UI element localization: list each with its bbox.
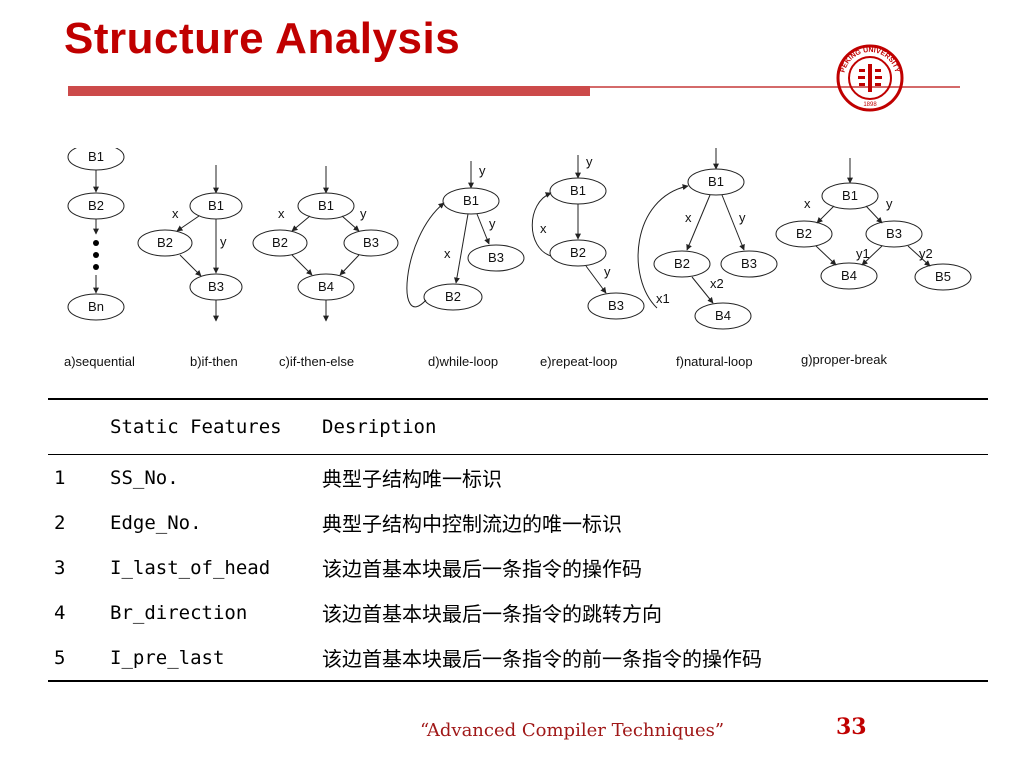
node-label: B2 [272,235,288,250]
node-label: B5 [935,269,951,284]
static-features-table: Static Features Desription 1 SS_No. 典型子结… [48,398,988,682]
node-label: B1 [88,149,104,164]
node-label: B2 [674,256,690,271]
row-number: 5 [48,635,104,682]
node-label: B3 [208,279,224,294]
node-label: B1 [842,188,858,203]
edge-label: x2 [710,276,724,291]
node-label: B3 [741,256,757,271]
node-label: B2 [445,289,461,304]
edge-label: y2 [919,246,933,261]
edge-label: x [444,246,451,261]
row-description: 该边首基本块最后一条指令的跳转方向 [322,602,662,626]
node-label: B2 [570,245,586,260]
header-number [48,398,104,455]
page-number: 33 [836,714,867,740]
diagram-caption: g)proper-break [801,352,887,367]
row-feature: Br_direction [110,601,248,624]
edge-label: x [172,206,179,221]
row-number: 2 [54,511,66,534]
diagram-caption: f)natural-loop [676,354,753,369]
diagram-if-then-else: B1 B2 B3 B4 x y c)if-then-else [252,166,399,369]
edge-label: y [360,206,367,221]
node-label: B3 [608,298,624,313]
node-label: B1 [208,198,224,213]
node-label: B4 [841,268,857,283]
row-number: 4 [54,601,66,624]
header-description: Desription [316,398,988,455]
diagram-caption: e)repeat-loop [540,354,617,369]
table-row: 2 Edge_No. 典型子结构中控制流边的唯一标识 [48,500,988,545]
node-label: Bn [88,299,104,314]
logo-year: 1898 [863,102,877,108]
edge-label: y [479,163,486,178]
node-label: B4 [318,279,334,294]
edge-label: x [540,221,547,236]
node-label: B3 [363,235,379,250]
table-row: 5 I_pre_last 该边首基本块最后一条指令的前一条指令的操作码 [48,635,988,682]
node-label: B1 [708,174,724,189]
slide-title: Structure Analysis [64,14,461,63]
row-number: 1 [54,466,66,489]
table-header-row: Static Features Desription [48,398,988,455]
row-description: 典型子结构中控制流边的唯一标识 [322,512,622,536]
row-description: 典型子结构唯一标识 [322,467,502,491]
diagram-caption: a)sequential [64,354,135,369]
node-label: B1 [318,198,334,213]
node-label: B3 [886,226,902,241]
edge-label: x1 [656,291,670,306]
table-row: 1 SS_No. 典型子结构唯一标识 [48,455,988,501]
title-underline-line [590,86,960,88]
control-structure-diagrams: B1 B2 Bn a)sequential B1 B2 B3 x y b)if-… [64,148,972,369]
node-label: B2 [88,198,104,213]
diagram-proper-break: B1 B2 B3 B4 B5 x y y1 y2 g)proper-break [775,158,972,367]
node-label: B3 [488,250,504,265]
edge-label: x [804,196,811,211]
diagram-sequential: B1 B2 Bn a)sequential [64,148,135,369]
node-label: B4 [715,308,731,323]
row-feature: I_last_of_head [110,556,271,579]
diagram-natural-loop: B1 B2 B3 B4 x y x2 x1 f)natural-loop [637,148,778,369]
edge-label: y [739,210,746,225]
row-description: 该边首基本块最后一条指令的前一条指令的操作码 [316,635,988,682]
peking-university-seal-icon: PEKING UNIVERSITY 1898 [836,44,904,112]
node-label: B2 [796,226,812,241]
diagram-caption: c)if-then-else [279,354,354,369]
edge-label: x [685,210,692,225]
diagram-while-loop: y B1 B3 B2 y x d)while-loop [406,161,525,369]
diagram-if-then: B1 B2 B3 x y b)if-then [137,165,243,369]
footer-course-title: “Advanced Compiler Techniques” [420,720,725,741]
table-row: 4 Br_direction 该边首基本块最后一条指令的跳转方向 [48,590,988,635]
row-feature: SS_No. [110,466,179,489]
header-static-features: Static Features [104,398,316,455]
edge-label: y [886,196,893,211]
table-row: 3 I_last_of_head 该边首基本块最后一条指令的操作码 [48,545,988,590]
diagram-caption: b)if-then [190,354,238,369]
edge-label: y1 [856,246,870,261]
node-label: B1 [463,193,479,208]
diagram-caption: d)while-loop [428,354,498,369]
node-label: B2 [157,235,173,250]
row-feature: Edge_No. [110,511,202,534]
diagram-repeat-loop: y B1 B2 B3 x y e)repeat-loop [531,154,645,369]
edge-label: y [586,154,593,169]
edge-label: y [604,264,611,279]
edge-label: y [220,234,227,249]
edge-label: x [278,206,285,221]
title-underline-bar [68,86,590,96]
node-label: B1 [570,183,586,198]
row-description: 该边首基本块最后一条指令的操作码 [322,557,642,581]
row-number: 3 [54,556,66,579]
edge-label: y [489,216,496,231]
row-feature: I_pre_last [104,635,316,682]
